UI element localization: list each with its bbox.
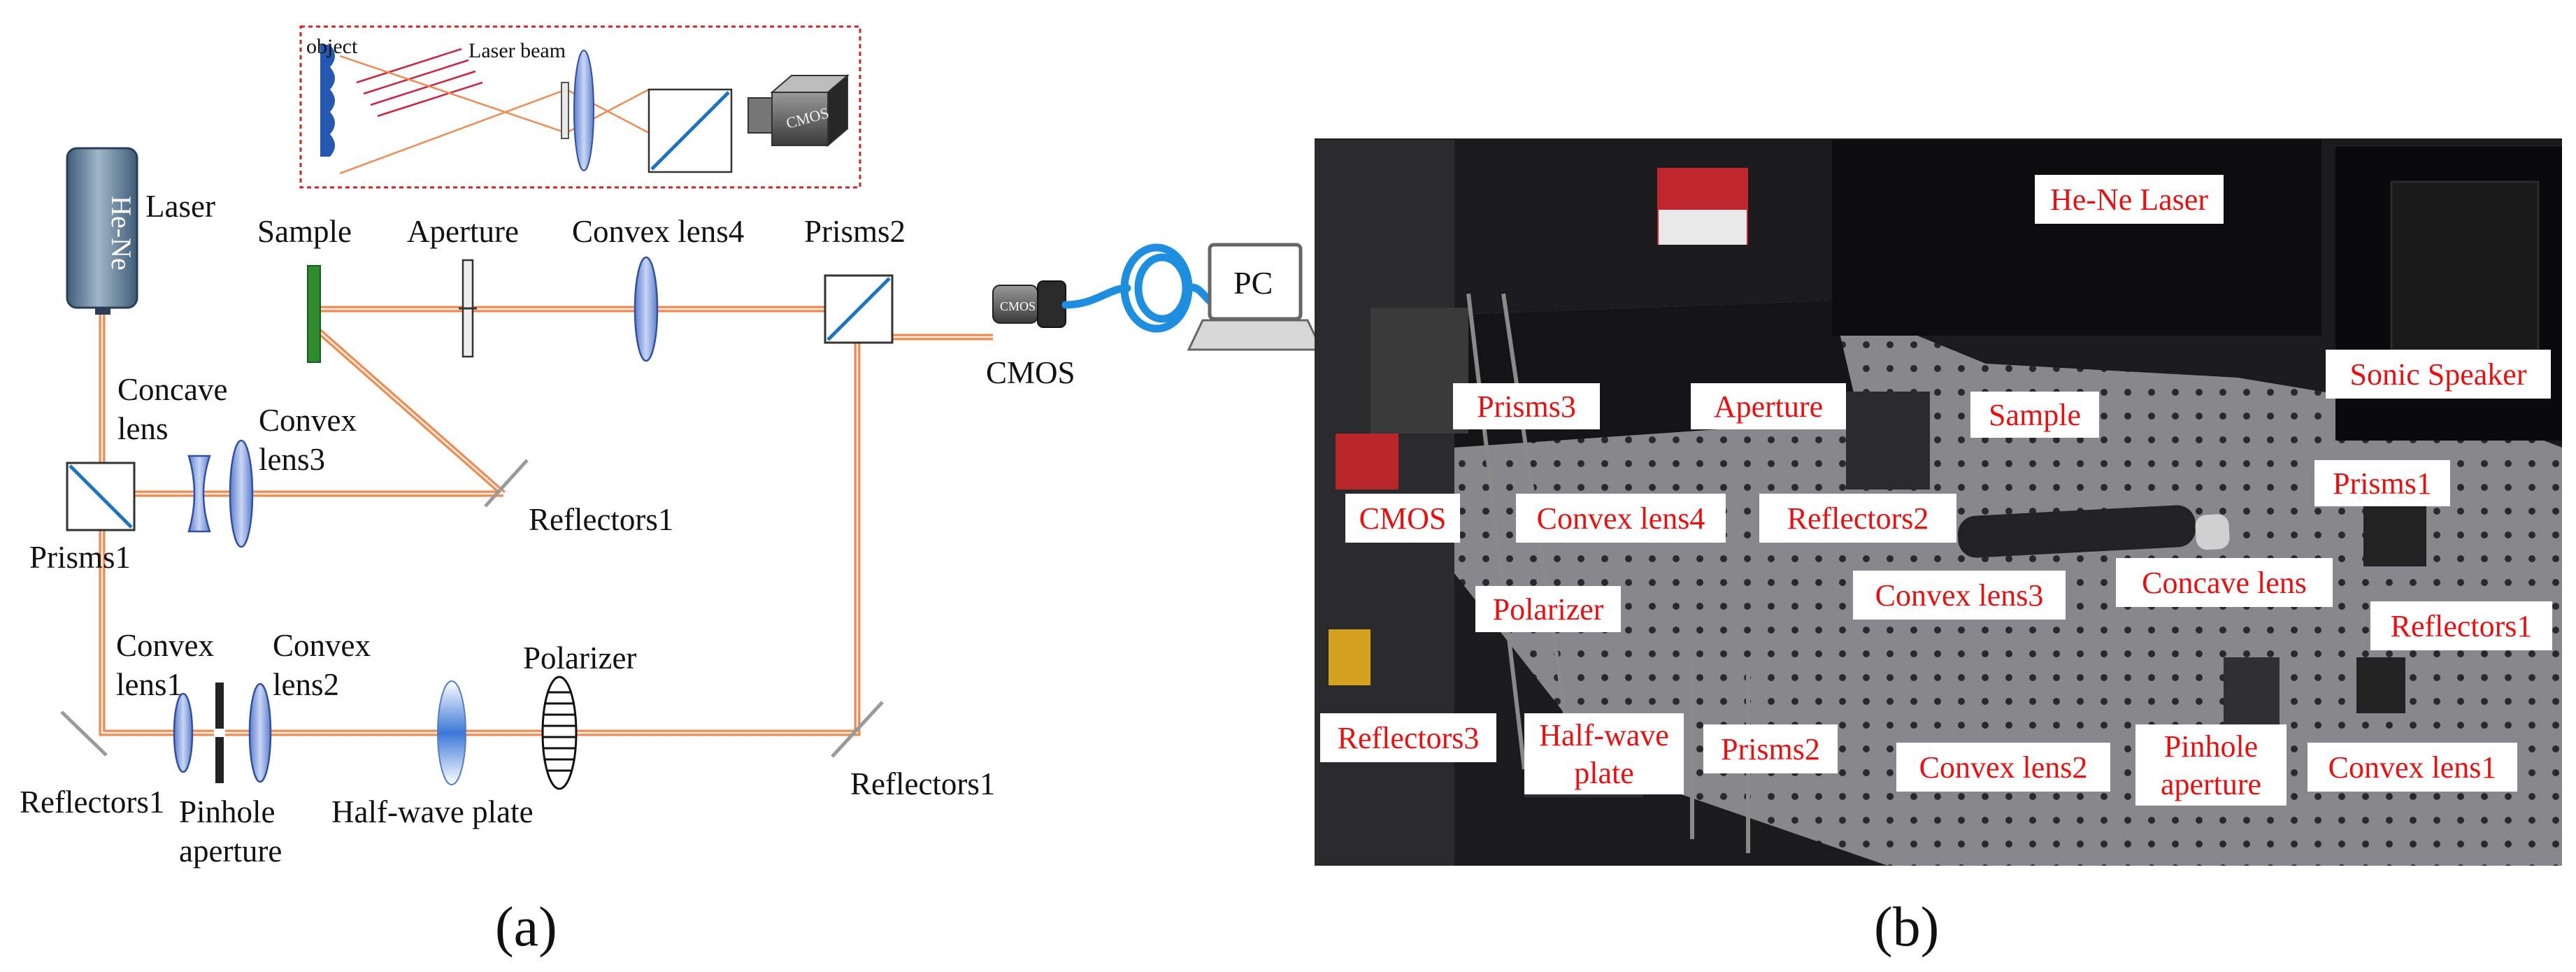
- reflectors1-left-label: Reflectors1: [20, 785, 164, 820]
- concave-lens-label-line1: Concave: [117, 372, 227, 407]
- tag-prisms1: Prisms1: [2314, 460, 2450, 506]
- reflector1-top-icon: [484, 459, 529, 508]
- object-surface-icon: [320, 45, 335, 157]
- tag-polarizer: Polarizer: [1475, 586, 1621, 632]
- inset-aperture-icon: [561, 82, 569, 139]
- tag-sonic-speaker-text: Sonic Speaker: [2350, 357, 2527, 392]
- prisms2-icon: [824, 274, 894, 344]
- laser-label: Laser: [145, 189, 215, 224]
- prisms1-icon: [66, 462, 136, 531]
- tag-cmos-text: CMOS: [1359, 501, 1447, 536]
- tag-pinhole-aperture-line1: Pinhole: [2164, 729, 2258, 764]
- convex-lens2-icon: [248, 682, 272, 783]
- caption-a: (a): [495, 896, 557, 958]
- reflector1-left-icon: [60, 710, 108, 757]
- cmos-camera-icon: CMOS: [992, 280, 1066, 328]
- tag-prisms1-text: Prisms1: [2333, 466, 2432, 501]
- tag-reflectors3-text: Reflectors3: [1338, 721, 1480, 755]
- reflectors1-right-label: Reflectors1: [850, 766, 995, 801]
- tag-convex-lens2: Convex lens2: [1896, 743, 2110, 792]
- tag-sonic-speaker: Sonic Speaker: [2326, 350, 2551, 399]
- tag-prisms3: Prisms3: [1453, 383, 1600, 429]
- concave-lens-label-line2: lens: [117, 411, 169, 446]
- inset-cmos-camera-icon: CMOS: [747, 73, 850, 148]
- tag-convex-lens1: Convex lens1: [2307, 743, 2517, 792]
- polarizer-icon: [541, 676, 578, 790]
- tag-prisms2-text: Prisms2: [1721, 732, 1820, 766]
- svg-text:CMOS: CMOS: [1000, 299, 1036, 313]
- convex-lens4-icon: [634, 256, 659, 362]
- tag-reflectors2: Reflectors2: [1759, 494, 1956, 543]
- reflector1-right-icon: [831, 701, 884, 758]
- tag-half-wave-plate-line2: plate: [1574, 756, 1634, 790]
- fiber-cable-icon: [1061, 243, 1219, 333]
- tag-concave-lens-text: Concave lens: [2142, 566, 2307, 600]
- tag-convex-lens3-text: Convex lens3: [1875, 578, 2044, 613]
- tag-sample-text: Sample: [1989, 398, 2081, 432]
- convex-lens1-icon: [173, 692, 194, 773]
- tag-convex-lens4-text: Convex lens4: [1537, 501, 1705, 536]
- laser-beam-rays: [356, 48, 483, 117]
- tag-cmos: CMOS: [1345, 494, 1460, 543]
- tag-reflectors1-text: Reflectors1: [2391, 609, 2533, 643]
- inset-box: CMOS object Laser beam: [299, 25, 861, 189]
- he-ne-laser-icon: He-Ne: [66, 147, 138, 315]
- tag-aperture: Aperture: [1691, 383, 1846, 429]
- convex-lens2-label-line1: Convex: [273, 628, 371, 663]
- aperture-label: Aperture: [407, 214, 519, 249]
- prisms1-label: Prisms1: [29, 540, 131, 575]
- tag-half-wave-plate: Half-wave plate: [1524, 713, 1684, 794]
- convex-lens2-label-line2: lens2: [273, 667, 339, 702]
- polarizer-label: Polarizer: [523, 641, 636, 676]
- tag-convex-lens2-text: Convex lens2: [1919, 750, 2088, 785]
- half-wave-plate-label: Half-wave plate: [331, 794, 534, 829]
- cmos-label: CMOS: [986, 355, 1075, 390]
- tag-convex-lens3: Convex lens3: [1853, 571, 2066, 620]
- reflectors1-top-label: Reflectors1: [529, 502, 673, 537]
- tag-convex-lens1-text: Convex lens1: [2328, 750, 2497, 785]
- pc-icon: PC: [1187, 243, 1324, 351]
- tag-half-wave-plate-line1: Half-wave: [1539, 718, 1669, 752]
- tag-aperture-text: Aperture: [1714, 389, 1823, 424]
- convex-lens4-label: Convex lens4: [572, 214, 744, 249]
- tag-he-ne-laser: He-Ne Laser: [2035, 175, 2224, 224]
- tag-sample: Sample: [1970, 392, 2099, 438]
- tag-polarizer-text: Polarizer: [1493, 592, 1604, 627]
- pc-label: PC: [1233, 265, 1273, 301]
- tag-reflectors3: Reflectors3: [1320, 713, 1496, 762]
- sample-icon: [307, 265, 321, 363]
- tag-reflectors2-text: Reflectors2: [1787, 501, 1929, 536]
- laser-tube-text: He-Ne: [106, 196, 137, 271]
- schematic-panel: CMOS object Laser beam He-Ne Laser: [20, 25, 1324, 958]
- inset-object-label: object: [306, 35, 358, 58]
- convex-lens3-label-line1: Convex: [259, 403, 357, 438]
- tag-pinhole-aperture-line2: aperture: [2161, 767, 2261, 801]
- tag-reflectors1: Reflectors1: [2370, 601, 2552, 650]
- sample-label: Sample: [257, 214, 352, 249]
- half-wave-plate-icon: [437, 680, 466, 785]
- tag-prisms3-text: Prisms3: [1477, 389, 1576, 424]
- tag-he-ne-laser-text: He-Ne Laser: [2050, 183, 2208, 217]
- inset-lens-icon: [573, 50, 594, 171]
- pinhole-label-line2: aperture: [179, 834, 282, 869]
- concave-lens-icon: [187, 455, 211, 533]
- caption-b: (b): [1874, 896, 1939, 958]
- tag-prisms2: Prisms2: [1703, 724, 1838, 773]
- inset-laser-beam-label: Laser beam: [468, 39, 566, 62]
- prisms2-label: Prisms2: [804, 214, 906, 249]
- tag-concave-lens: Concave lens: [2116, 558, 2333, 607]
- convex-lens1-label-line1: Convex: [116, 628, 214, 663]
- pinhole-label-line1: Pinhole: [179, 794, 276, 829]
- convex-lens3-label-line2: lens3: [259, 442, 325, 477]
- convex-lens3-icon: [229, 439, 254, 548]
- convex-lens1-label-line2: lens1: [116, 667, 183, 702]
- tag-convex-lens4: Convex lens4: [1516, 494, 1726, 543]
